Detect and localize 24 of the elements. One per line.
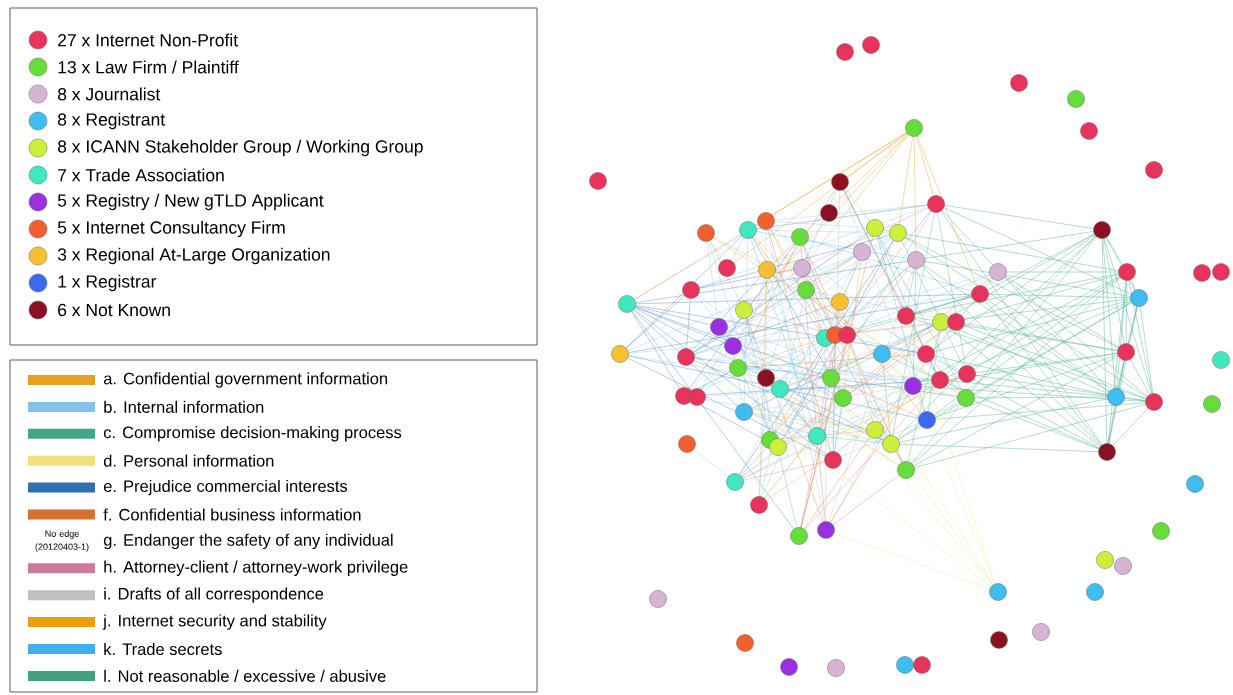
legend-label: 8 x Registrant	[57, 112, 165, 130]
legend-label: g. Endanger the safety of any individual	[103, 533, 393, 550]
legend-label: f. Confidential business information	[103, 508, 361, 521]
legend-label: 27 x Internet Non-Profit	[58, 33, 238, 47]
legend-label: 8 x ICANN Stakeholder Group / Working Group	[57, 139, 423, 157]
note: No edge (20120403-1)	[35, 530, 89, 552]
legend-label: 13 x Law Firm / Plaintiff	[58, 60, 239, 74]
legend-label: 1 x Registrar	[58, 274, 157, 292]
legend-label: 7 x Trade Association	[58, 168, 224, 182]
legend-label: c. Compromise decision-making process	[103, 426, 402, 442]
legend-label: i. Drafts of all correspondence	[104, 587, 324, 603]
legend-label: b. Internal information	[104, 400, 264, 413]
legend-label: a. Confidential government information	[103, 372, 388, 388]
legend-label: 3 x Regional At-Large Organization	[57, 247, 330, 265]
legend-label: d. Personal information	[103, 454, 274, 467]
legend-label: h. Attorney-client / attorney-work privilege	[104, 560, 408, 576]
legend-label: 5 x Registry / New gTLD Applicant	[57, 193, 324, 211]
legend-label: 8 x Journalist	[57, 87, 161, 101]
legend-label: j. Internet security and stability	[102, 614, 327, 630]
legend-label: 5 x Internet Consultancy Firm	[57, 220, 285, 238]
legend-label: l. Not reasonable / excessive / abusive	[104, 669, 386, 682]
legend-label: e. Prejudice commercial interests	[103, 479, 348, 496]
legend-label: k. Trade secrets	[104, 642, 222, 656]
legend-label: 6 x Not Known	[58, 303, 170, 317]
